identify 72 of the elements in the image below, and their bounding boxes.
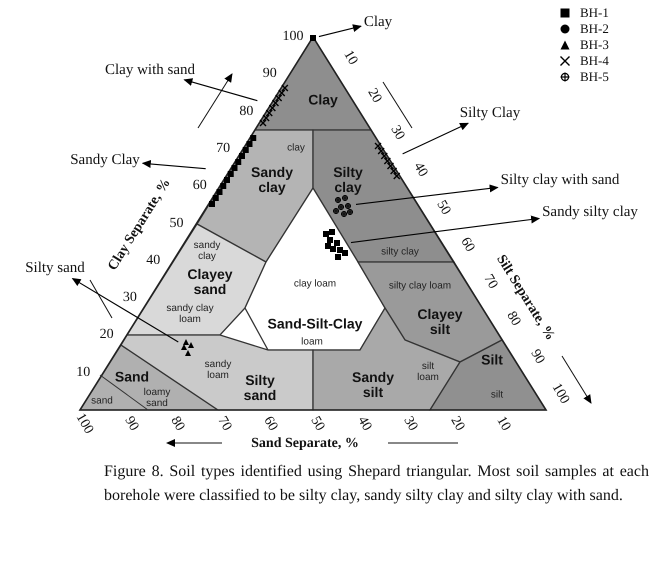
soil-class-label: silt bbox=[490, 390, 504, 400]
soil-class-label: loamy sand bbox=[142, 387, 172, 409]
soil-class-label: sandy clay loam bbox=[165, 303, 215, 325]
legend-label: BH-3 bbox=[580, 37, 609, 53]
tick-label: 90 bbox=[262, 66, 277, 82]
legend-label: BH-2 bbox=[580, 21, 609, 37]
soil-class-label: silty clay bbox=[380, 246, 420, 258]
soil-class-label: silty clay loam bbox=[388, 280, 452, 292]
region-label: Silty clay bbox=[332, 165, 364, 195]
tick-label: 70 bbox=[480, 272, 501, 292]
annotation-label: Silty Clay bbox=[460, 104, 520, 122]
leader-arrow bbox=[402, 122, 469, 154]
axis-title: Sand Separate, % bbox=[251, 436, 359, 452]
tick-label: 30 bbox=[386, 122, 408, 143]
figure-caption: Figure 8. Soil types identified using Shepard triangular. Most soil samples at each borehole were classified to be silty clay, sandy silty clay and silty clay with sand. bbox=[104, 462, 649, 506]
tick-label: 50 bbox=[433, 197, 454, 218]
annotation-label: Clay with sand bbox=[105, 61, 195, 79]
tick-label: 60 bbox=[456, 234, 478, 255]
tick-label: 100 bbox=[282, 29, 304, 45]
soil-class-label: sandy clay bbox=[192, 240, 222, 262]
tick-label: 10 bbox=[76, 364, 90, 381]
tick-label: 80 bbox=[166, 414, 188, 434]
tick-label: 40 bbox=[410, 160, 431, 180]
soil-class-label: sand bbox=[90, 396, 114, 406]
region-label: Silt bbox=[480, 352, 504, 368]
annotation-label: Clay bbox=[364, 13, 392, 31]
region-label: Clayey sand bbox=[186, 267, 234, 297]
annotation-label: Sandy Clay bbox=[70, 151, 140, 169]
region-label: Sandy clay bbox=[250, 165, 294, 195]
tick-label: 90 bbox=[526, 346, 548, 367]
tick-label: 20 bbox=[363, 86, 384, 106]
soil-class-label: clay loam bbox=[292, 278, 338, 290]
soil-class-label: clay bbox=[286, 142, 306, 154]
tick-label: 20 bbox=[446, 414, 468, 434]
tick-label: 60 bbox=[192, 178, 207, 194]
leader-arrow bbox=[142, 160, 206, 170]
leader-arrow bbox=[356, 184, 499, 205]
annotation-label: Sandy silty clay bbox=[542, 203, 638, 221]
soil-class-label: silt loam bbox=[416, 361, 440, 383]
leader-arrow bbox=[318, 24, 362, 38]
tick-label: 20 bbox=[100, 327, 114, 344]
tick-label: 40 bbox=[146, 252, 160, 269]
soil-class-label: sandy loam bbox=[204, 359, 232, 381]
tick-label: 30 bbox=[122, 290, 137, 306]
legend-label: BH-4 bbox=[580, 53, 609, 69]
leader-arrow bbox=[183, 78, 258, 102]
region-label: Silty sand bbox=[242, 373, 278, 403]
legend-label: BH-1 bbox=[580, 5, 609, 21]
tick-label: 50 bbox=[170, 216, 184, 232]
tick-label: 70 bbox=[216, 140, 230, 157]
annotation-label: Silty clay with sand bbox=[500, 171, 620, 189]
region-label: Sand bbox=[114, 370, 150, 384]
tick-label: 90 bbox=[120, 414, 142, 434]
region-label: Clay bbox=[307, 92, 339, 108]
legend-label: BH-5 bbox=[580, 69, 609, 85]
tick-label: 40 bbox=[353, 414, 374, 434]
tick-label: 100 bbox=[548, 380, 572, 408]
tick-label: 10 bbox=[340, 48, 361, 68]
leader-arrow bbox=[72, 278, 179, 342]
tick-label: 30 bbox=[400, 414, 421, 434]
region-label: Clayey silt bbox=[416, 307, 464, 337]
tick-label: 70 bbox=[213, 414, 234, 434]
tick-label: 100 bbox=[72, 410, 96, 438]
tick-label: 80 bbox=[239, 104, 254, 120]
tick-label: 10 bbox=[492, 414, 514, 434]
tick-label: 50 bbox=[306, 414, 328, 434]
region-label: Sandy silt bbox=[350, 370, 395, 400]
tick-label: 60 bbox=[260, 414, 281, 434]
soil-class-label: loam bbox=[300, 336, 324, 348]
region-label: Sand-Silt-Clay bbox=[266, 316, 364, 332]
annotation-label: Silty sand bbox=[25, 259, 85, 277]
leader-arrow bbox=[350, 216, 540, 244]
